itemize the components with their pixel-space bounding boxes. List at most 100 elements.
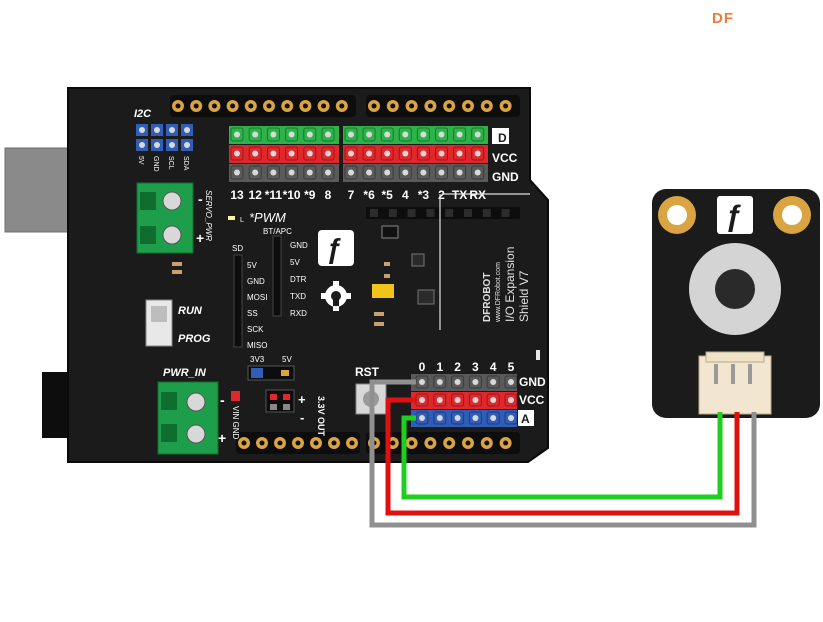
digital-pin-hole	[438, 150, 445, 157]
i2c-pin-hole	[154, 142, 160, 148]
analog-pin-hole	[436, 379, 443, 385]
top-header-right	[366, 95, 520, 117]
digital-pin-hole	[474, 150, 481, 157]
regulator	[417, 289, 435, 305]
ph2-connector-top	[705, 351, 765, 363]
analog-pin-label: 5	[508, 360, 515, 374]
out-pin-3	[270, 404, 277, 410]
digital-pin-label: 7	[348, 188, 355, 202]
bt-header	[272, 235, 282, 317]
transistor	[411, 253, 425, 267]
sd-pin-label: SCK	[247, 325, 264, 334]
header-pad-hole	[339, 103, 345, 109]
sd-pin-label: SS	[247, 309, 258, 318]
rst-label: RST	[355, 365, 380, 379]
wire-gnd-gray	[369, 379, 757, 528]
i2c-pin-hole	[169, 127, 175, 133]
analog-pin-label: 3	[472, 360, 479, 374]
wire-signal-green	[401, 412, 723, 500]
header-pad-hole	[446, 440, 452, 446]
pwr-minus: -	[220, 392, 225, 408]
i2c-pin-label: SCL	[167, 156, 174, 170]
volt-jumper	[251, 368, 263, 378]
digital-pin-hole	[252, 150, 259, 157]
digital-pin-hole	[234, 131, 240, 138]
digital-pin-hole	[402, 131, 409, 138]
a-row-label: A	[521, 412, 530, 426]
header-pin	[370, 209, 378, 217]
servo-plus: +	[196, 230, 204, 246]
digital-pin-hole	[288, 131, 295, 138]
header-pin	[407, 209, 416, 217]
pin-row-bg	[343, 145, 488, 163]
digital-pin-hole	[306, 150, 313, 157]
digital-pin-hole	[288, 169, 295, 176]
header-pin	[388, 209, 397, 217]
digital-pin-hole	[325, 131, 331, 138]
digital-pin-hole	[366, 169, 373, 176]
header-pad-hole	[331, 440, 337, 446]
analog-pin-hole	[454, 379, 461, 385]
vin-gnd-label: VIN GND	[231, 406, 240, 440]
header-pad-hole	[302, 103, 308, 109]
i2c-pin-hole	[139, 127, 145, 133]
yellow-capacitor	[372, 284, 394, 298]
prog-label: PROG	[178, 333, 211, 345]
analog-pin-label: 1	[436, 360, 443, 374]
sd-header	[233, 254, 243, 348]
header-pad-hole	[503, 103, 509, 109]
shield-version: Shield V7	[517, 270, 531, 322]
mount-hole-left-inner	[667, 205, 687, 225]
digital-pin-rows	[229, 126, 509, 182]
digital-pin-label: *6	[363, 188, 375, 202]
header-pad-hole	[427, 103, 433, 109]
digital-pin-label: 13	[230, 188, 244, 202]
run-prog-switch-knob	[151, 306, 167, 322]
header-pad-hole	[465, 440, 471, 446]
digital-pin-label: *5	[382, 188, 394, 202]
digital-pin-hole	[270, 169, 277, 176]
analog-pin-hole	[472, 379, 479, 385]
gnd-row-label: GND	[492, 170, 519, 184]
header-pad-hole	[211, 103, 217, 109]
bt-apc-label: BT/APC	[263, 227, 292, 236]
out-pin-2	[283, 394, 290, 400]
digital-pin-hole	[402, 150, 409, 157]
header-pad-hole	[241, 440, 247, 446]
sd-pin-label: 5V	[247, 261, 257, 270]
digital-pin-hole	[420, 150, 427, 157]
resistor-7	[536, 350, 540, 360]
analog-pin-hole	[454, 415, 461, 421]
header-pad-hole	[259, 440, 265, 446]
digital-pin-hole	[325, 150, 331, 157]
digital-pin-hole	[456, 169, 463, 176]
pwr-screw-top	[186, 392, 206, 412]
led-l	[228, 216, 235, 220]
i2c-pin-hole	[169, 142, 175, 148]
out-plus: +	[298, 392, 306, 407]
digital-pin-hole	[348, 131, 354, 138]
header-pad-hole	[349, 440, 355, 446]
analog-pin-hole	[508, 379, 514, 385]
a-row-label-box	[518, 410, 534, 426]
header-pad-hole	[409, 440, 415, 446]
digital-pin-label: RX	[469, 188, 486, 202]
digital-pin-hole	[384, 131, 391, 138]
bottom-header-pads	[238, 437, 512, 449]
analog-pin-hole	[490, 397, 497, 403]
analog-pin-hole	[454, 397, 461, 403]
bt-pin-label: RXD	[290, 309, 307, 318]
df-logo: DF	[712, 10, 734, 27]
servo-pwr-label: SERVO_PWR	[204, 190, 213, 241]
i2c-pin-block	[136, 124, 193, 151]
out-pin-1	[270, 394, 277, 400]
digital-pin-label: TX	[452, 188, 467, 202]
header-pad-hole	[277, 440, 283, 446]
header-pin	[464, 209, 472, 217]
digital-header-middle-pads	[370, 209, 510, 217]
